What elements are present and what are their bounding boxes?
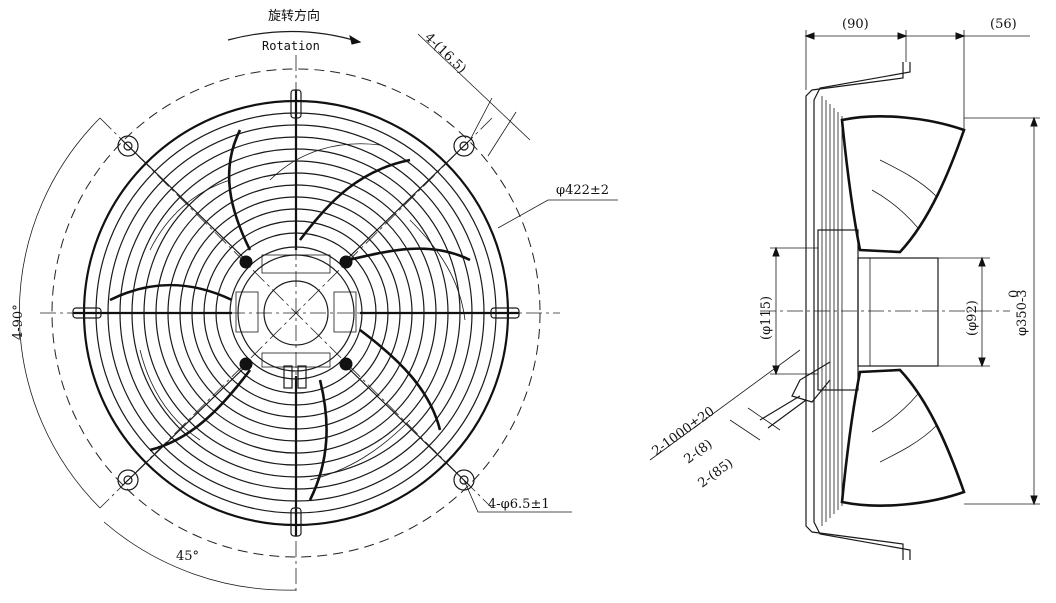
spoke-upper-right — [343, 139, 471, 263]
blade-4 — [308, 379, 328, 501]
mounting-lug-lower-left — [117, 469, 139, 491]
dim-92-arrow-top — [978, 256, 986, 267]
hub-bolt-lower-right — [339, 357, 353, 371]
dim-350-label: φ350-3 — [1015, 289, 1030, 336]
blade-2 — [339, 247, 471, 264]
angle-45-label: 45° — [176, 549, 199, 564]
outer-diameter-circle — [51, 68, 541, 558]
cable-8-label: 2-(8) — [682, 437, 716, 467]
blade-upper-rib-2 — [871, 189, 919, 229]
cable-85-tick — [747, 407, 781, 431]
blade-5 — [149, 369, 252, 452]
holes-label: 4-φ6.5±1 — [488, 497, 550, 512]
blade-edge-1 — [269, 143, 381, 181]
outer-diameter-leader — [497, 199, 618, 229]
holes-leader — [463, 479, 572, 513]
guard-side-rings — [821, 96, 843, 526]
dim-90-label: (90) — [842, 17, 869, 32]
spoke-upper-left — [121, 139, 249, 263]
blade-lower-rib-1 — [879, 425, 937, 463]
hub-bottom-vents — [261, 352, 331, 368]
blade-edge-5 — [149, 179, 231, 251]
spoke-tab-top — [290, 89, 302, 119]
rotation-label-cn: 旋转方向 — [268, 8, 320, 24]
dim-90-arrow-right — [897, 32, 908, 40]
mounting-lug-lower-right — [453, 469, 475, 491]
blade-upper-rib-1 — [879, 159, 937, 197]
dim-56-arrow — [955, 32, 966, 40]
dim-350-arrow-bottom — [1030, 495, 1038, 506]
cable-2 — [767, 399, 807, 429]
outer-diameter-label: φ422±2 — [556, 183, 609, 198]
cable-length-dim-line — [649, 349, 801, 461]
cable-outlet — [791, 361, 831, 403]
dim-115-label: (φ115) — [759, 296, 774, 340]
cable-gland-1 — [283, 365, 293, 389]
motor-hub — [229, 246, 363, 389]
dim-92-label: (φ92) — [965, 300, 980, 336]
front-view: 旋转方向 Rotation 4-(16.5) φ422±2 4-90° 45° … — [11, 8, 618, 592]
guard-spokes — [73, 90, 519, 536]
hub-bolt-upper-left — [239, 255, 253, 269]
rotation-arrow — [227, 30, 361, 43]
spoke-lower-right — [343, 363, 471, 487]
hub-top-vents — [261, 254, 331, 274]
angle-45-arc — [103, 521, 297, 591]
guard-frame-inner — [813, 62, 911, 560]
rotation-arrowhead — [349, 34, 362, 45]
slot-dim-ext-1 — [469, 97, 493, 141]
hub-right-vents — [333, 291, 357, 333]
hub-bolt-upper-right — [339, 255, 353, 269]
side-view: (90) (56) (φ115) (φ92) φ350-3 0 2-1000±2… — [650, 17, 1040, 560]
dim-92-arrow-bottom — [978, 357, 986, 368]
spoke-lower-left — [121, 363, 249, 487]
blade-7 — [227, 129, 252, 251]
mounting-lug-upper-left — [117, 135, 139, 157]
mounting-lug-upper-right — [453, 135, 475, 157]
slot-dim-ext-2 — [487, 111, 517, 157]
slot-dim-leader — [417, 33, 531, 141]
mounting-lugs — [72, 89, 520, 537]
hub-left-vents — [235, 291, 259, 333]
cable-gland-2 — [297, 365, 307, 389]
angle-90-arc — [18, 117, 101, 509]
guard-frame-outer — [805, 62, 904, 560]
blade-lower-profile — [840, 368, 966, 507]
rotation-label-en: Rotation — [262, 39, 320, 53]
blade-edge-3 — [309, 419, 411, 481]
blade-edge-4 — [139, 349, 201, 441]
angle-4x90-label: 4-90° — [11, 304, 26, 340]
cable-1 — [759, 395, 801, 421]
blade-edge-2 — [409, 219, 466, 321]
dim-115-arrow-bottom — [772, 365, 780, 376]
dim-350-arrow-top — [1030, 116, 1038, 127]
dim-90-arrow-left — [804, 32, 815, 40]
slot-dimension-label: 4-(16.5) — [421, 30, 469, 77]
spoke-tab-right — [490, 307, 520, 319]
blade-lower-rib-2 — [871, 393, 919, 433]
dim-350-tolerance: 0 — [1007, 290, 1022, 298]
blade-3 — [359, 328, 442, 431]
cable-85-label: 2-(85) — [696, 456, 737, 491]
hub-bolt-lower-left — [239, 357, 253, 371]
cable-8-tick — [729, 419, 761, 441]
dim-56-label: (56) — [990, 17, 1017, 32]
spoke-tab-bottom — [290, 507, 302, 537]
fan-blades — [109, 129, 471, 501]
front-diagonal-centerline-b — [99, 117, 493, 509]
motor-body — [857, 257, 939, 367]
blade-upper-profile — [840, 115, 966, 254]
spoke-tab-left — [72, 307, 102, 319]
blade-6 — [109, 283, 233, 302]
blade-1 — [298, 158, 411, 241]
dim-115-arrow-top — [772, 246, 780, 257]
